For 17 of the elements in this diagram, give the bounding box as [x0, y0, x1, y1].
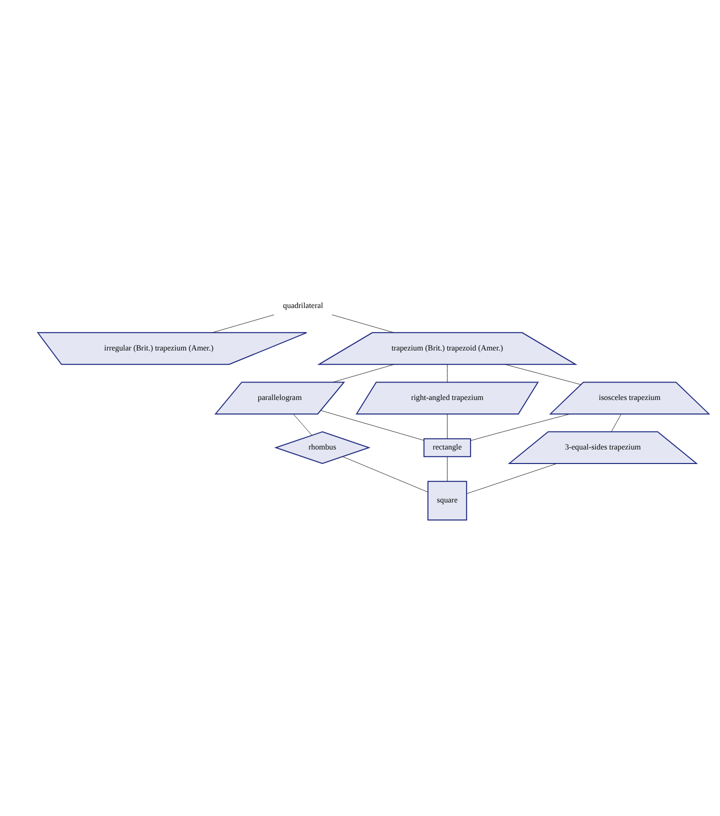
connector — [447, 456, 448, 481]
connector — [504, 364, 581, 384]
connector — [342, 456, 428, 492]
node-text: quadrilateral — [283, 300, 324, 310]
connector — [447, 364, 448, 382]
node-diamond: rhombus — [274, 430, 370, 464]
connector — [466, 462, 558, 494]
connector — [332, 364, 394, 382]
node-box: square — [427, 480, 468, 520]
connector — [332, 314, 394, 332]
node-box: rectangle — [423, 438, 472, 457]
connector — [447, 413, 448, 438]
connector — [470, 413, 570, 440]
connector — [320, 410, 424, 440]
connector — [611, 413, 622, 432]
connector — [212, 314, 274, 332]
connector — [292, 413, 312, 436]
